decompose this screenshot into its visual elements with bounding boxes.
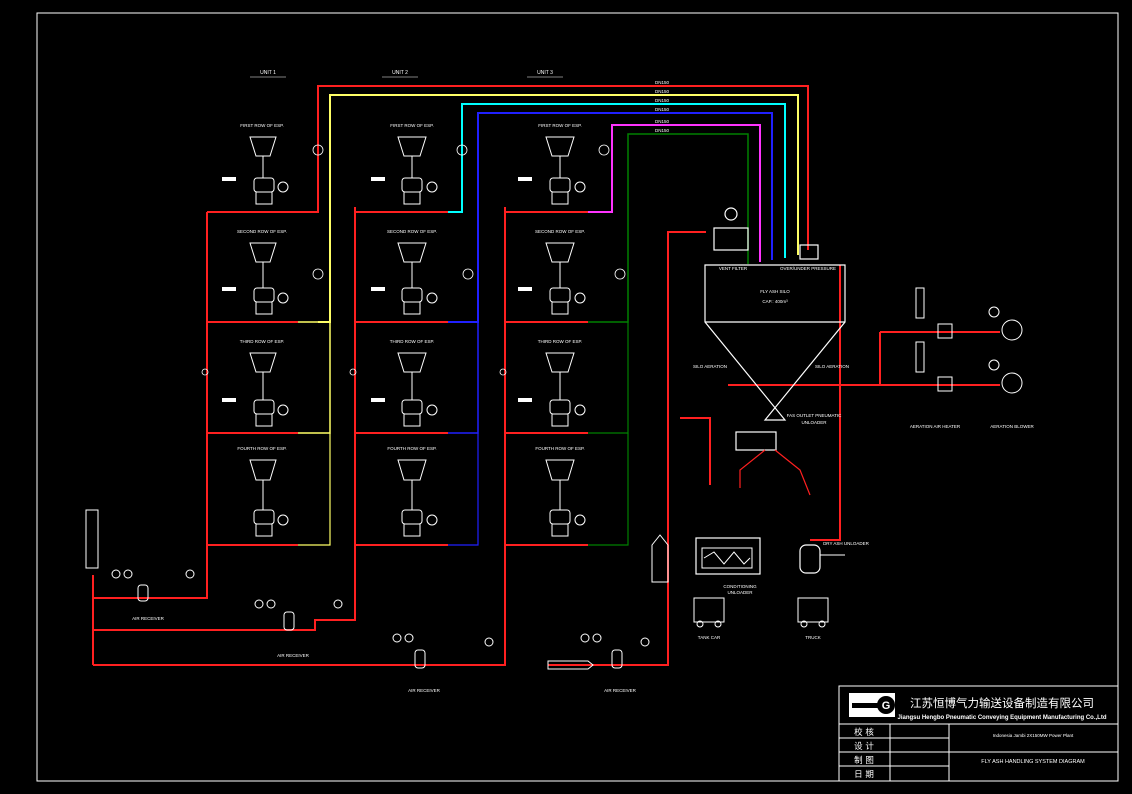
aeration-blower-label: AERATION BLOWER xyxy=(990,424,1034,429)
pipe-unit1-red xyxy=(298,85,809,250)
aeration-heater-label: AERATION AIR HEATER xyxy=(910,424,961,429)
truck-label: TRUCK xyxy=(805,635,821,640)
u1-row4-label: FOURTH ROW OF ESP. xyxy=(237,446,286,451)
title-row-check: 校 核 xyxy=(854,727,874,738)
air-receivers xyxy=(85,509,650,670)
tank-car-label: TANK CAR xyxy=(698,635,721,640)
svg-text:DN150: DN150 xyxy=(655,128,670,133)
unit-3-esp: FIRST ROW OF ESP. SECOND ROW OF ESP. THI… xyxy=(518,123,586,537)
silo-outlet-label-2: UNLOADER xyxy=(801,420,827,425)
u1-row3-label: THIRD ROW OF ESP. xyxy=(240,339,284,344)
unit-1-esp: FIRST ROW OF ESP. SECOND ROW OF ESP. THI… xyxy=(222,123,289,537)
unit-1-label: UNIT 1 xyxy=(260,70,276,76)
pressure-valve-label: OVER/UNDER PRESSURE xyxy=(780,266,836,271)
conditioner-label: CONDITIONING xyxy=(723,584,757,589)
fly-ash-silo xyxy=(695,207,846,575)
air-receiver-label-4: AIR RECEIVER xyxy=(604,688,637,693)
pipe-unit3-magenta xyxy=(588,124,761,262)
u1-row2-label: SECOND ROW OF ESP. xyxy=(237,229,287,234)
svg-text:DN150: DN150 xyxy=(655,89,670,94)
svg-text:DN150: DN150 xyxy=(655,107,670,112)
dry-unloader-label: DRY ASH UNLOADER xyxy=(823,541,870,546)
title-row-date: 日 期 xyxy=(854,770,874,780)
svg-text:G: G xyxy=(882,700,891,712)
unit-2-label: UNIT 2 xyxy=(392,70,408,76)
company-name-cn: 江苏恒博气力输送设备制造有限公司 xyxy=(910,696,1094,710)
air-supply-lines xyxy=(92,207,1000,666)
project-name: Indonesia Jambi 2X150MW Power Plant xyxy=(993,733,1074,738)
svg-text:SECOND ROW OF ESP.: SECOND ROW OF ESP. xyxy=(387,229,437,234)
conditioner-label-2: UNLOADER xyxy=(727,590,753,595)
drawing-frame xyxy=(36,12,1119,782)
pipe-unit2-cyan xyxy=(448,103,786,258)
air-receiver-label-3: AIR RECEIVER xyxy=(408,688,441,693)
u1-row1-label: FIRST ROW OF ESP. xyxy=(240,123,284,128)
pipe-unit2-blue xyxy=(448,112,773,323)
silo-aeration-right: SILO AERATION xyxy=(815,364,849,369)
unloading-equipment xyxy=(651,534,845,628)
svg-text:FOURTH ROW OF ESP.: FOURTH ROW OF ESP. xyxy=(387,446,436,451)
svg-text:THIRD ROW OF ESP.: THIRD ROW OF ESP. xyxy=(390,339,434,344)
svg-text:THIRD ROW OF ESP.: THIRD ROW OF ESP. xyxy=(538,339,582,344)
aeration-equipment xyxy=(915,287,1023,394)
silo-aeration-left: SILO AERATION xyxy=(693,364,727,369)
title-block: G xyxy=(838,685,1119,782)
unit-2-esp: FIRST ROW OF ESP. SECOND ROW OF ESP. THI… xyxy=(371,123,438,537)
svg-text:FIRST ROW OF ESP.: FIRST ROW OF ESP. xyxy=(390,123,434,128)
unit-headers: UNIT 1 UNIT 2 UNIT 3 xyxy=(250,70,563,78)
air-receiver-label-2: AIR RECEIVER xyxy=(277,653,310,658)
pipe-unit3-green xyxy=(588,133,749,323)
pipe-labels: DN150 DN150 DN150 DN150 DN150 DN150 xyxy=(655,80,670,133)
line-instruments xyxy=(201,144,626,376)
svg-text:DN150: DN150 xyxy=(655,80,670,85)
title-row-draw: 制 图 xyxy=(854,755,874,766)
company-name-en: Jiangsu Hengbo Pneumatic Conveying Equip… xyxy=(897,715,1106,721)
vent-filter-label: VENT FILTER xyxy=(719,266,748,271)
air-receiver-label-1: AIR RECEIVER xyxy=(132,616,165,621)
svg-text:SECOND ROW OF ESP.: SECOND ROW OF ESP. xyxy=(535,229,585,234)
title-row-design: 设 计 xyxy=(854,741,874,752)
svg-text:FOURTH ROW OF ESP.: FOURTH ROW OF ESP. xyxy=(535,446,584,451)
conveying-pipes xyxy=(298,85,809,546)
svg-text:DN150: DN150 xyxy=(655,98,670,103)
drawing-title: FLY ASH HANDLING SYSTEM DIAGRAM xyxy=(981,759,1085,765)
svg-text:DN150: DN150 xyxy=(655,119,670,124)
silo-name: FLY ASH SILO xyxy=(760,289,790,294)
silo-capacity: CAP.: 400m³ xyxy=(762,299,788,304)
unit-3-label: UNIT 3 xyxy=(537,70,553,76)
silo-outlet-label: FAS OUTLET PNEUMATIC xyxy=(787,413,843,418)
svg-text:FIRST ROW OF ESP.: FIRST ROW OF ESP. xyxy=(538,123,582,128)
